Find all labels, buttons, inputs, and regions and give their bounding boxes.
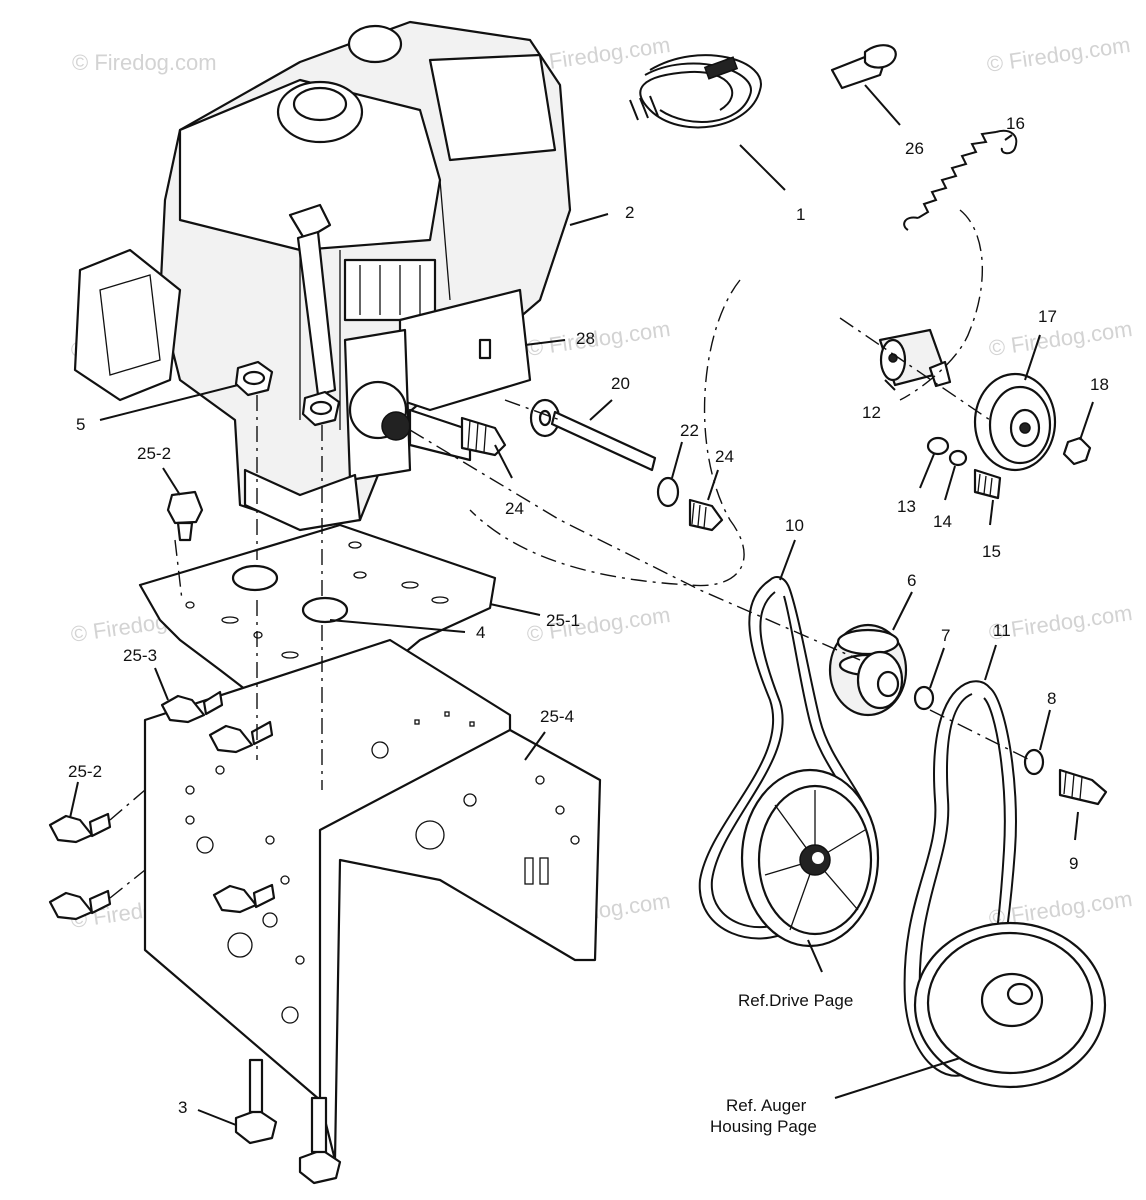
ignition-key [830, 44, 897, 90]
idler-assembly [878, 328, 1092, 500]
watermark-text: © Firedog.com [987, 316, 1134, 361]
leader-lines [69, 84, 1094, 1126]
callout-24-left: 24 [505, 499, 524, 518]
callout-2: 2 [625, 203, 634, 222]
drive-page-reference: Ref.Drive Page [738, 991, 853, 1010]
hex-nuts [234, 360, 341, 427]
callout-22: 22 [680, 421, 699, 440]
callout-4: 4 [476, 623, 485, 642]
callout-18: 18 [1090, 375, 1109, 394]
power-cord [629, 54, 762, 129]
callout-15: 15 [982, 542, 1001, 561]
housing [143, 638, 602, 1162]
callout-10: 10 [785, 516, 804, 535]
watermark-text: © Firedog.com [525, 316, 672, 361]
reference-notes: Ref.Drive Page Ref. Auger Housing Page [710, 991, 853, 1136]
callout-12: 12 [862, 403, 881, 422]
callout-25-1: 25-1 [546, 611, 580, 630]
callout-24-right: 24 [715, 447, 734, 466]
callout-14: 14 [933, 512, 952, 531]
engine [73, 20, 572, 532]
callout-25-2-lower: 25-2 [68, 762, 102, 781]
callout-26: 26 [905, 139, 924, 158]
callout-28: 28 [576, 329, 595, 348]
callout-5: 5 [76, 415, 85, 434]
callout-3: 3 [178, 1098, 187, 1117]
callout-13: 13 [897, 497, 916, 516]
callout-labels: 1 2 3 4 5 6 7 8 9 10 11 12 13 14 15 16 1… [68, 114, 1109, 1117]
callout-25-3: 25-3 [123, 646, 157, 665]
assembly-centerlines [109, 209, 1031, 899]
callout-1: 1 [796, 205, 805, 224]
callout-11: 11 [993, 621, 1011, 640]
watermark-text: © Firedog.com [985, 32, 1132, 77]
bolts [48, 490, 342, 1185]
shaft-hardware [460, 398, 724, 532]
auger-page-reference-line2: Housing Page [710, 1117, 817, 1136]
callout-7: 7 [941, 626, 950, 645]
callout-8: 8 [1047, 689, 1056, 708]
callout-20: 20 [611, 374, 630, 393]
callout-25-2-upper: 25-2 [137, 444, 171, 463]
callout-6: 6 [907, 571, 916, 590]
drive-belt-and-pulley [698, 576, 880, 948]
callout-17: 17 [1038, 307, 1057, 326]
auger-belt-and-pulley [903, 680, 1107, 1089]
callout-9: 9 [1069, 854, 1078, 873]
spring [903, 129, 1018, 231]
callout-25-4: 25-4 [540, 707, 574, 726]
engine-pulley [828, 623, 1108, 806]
auger-page-reference-line1: Ref. Auger [726, 1096, 807, 1115]
frame-plate [138, 523, 497, 722]
callout-16: 16 [1006, 114, 1025, 133]
watermark-text: © Firedog.com [72, 50, 217, 75]
